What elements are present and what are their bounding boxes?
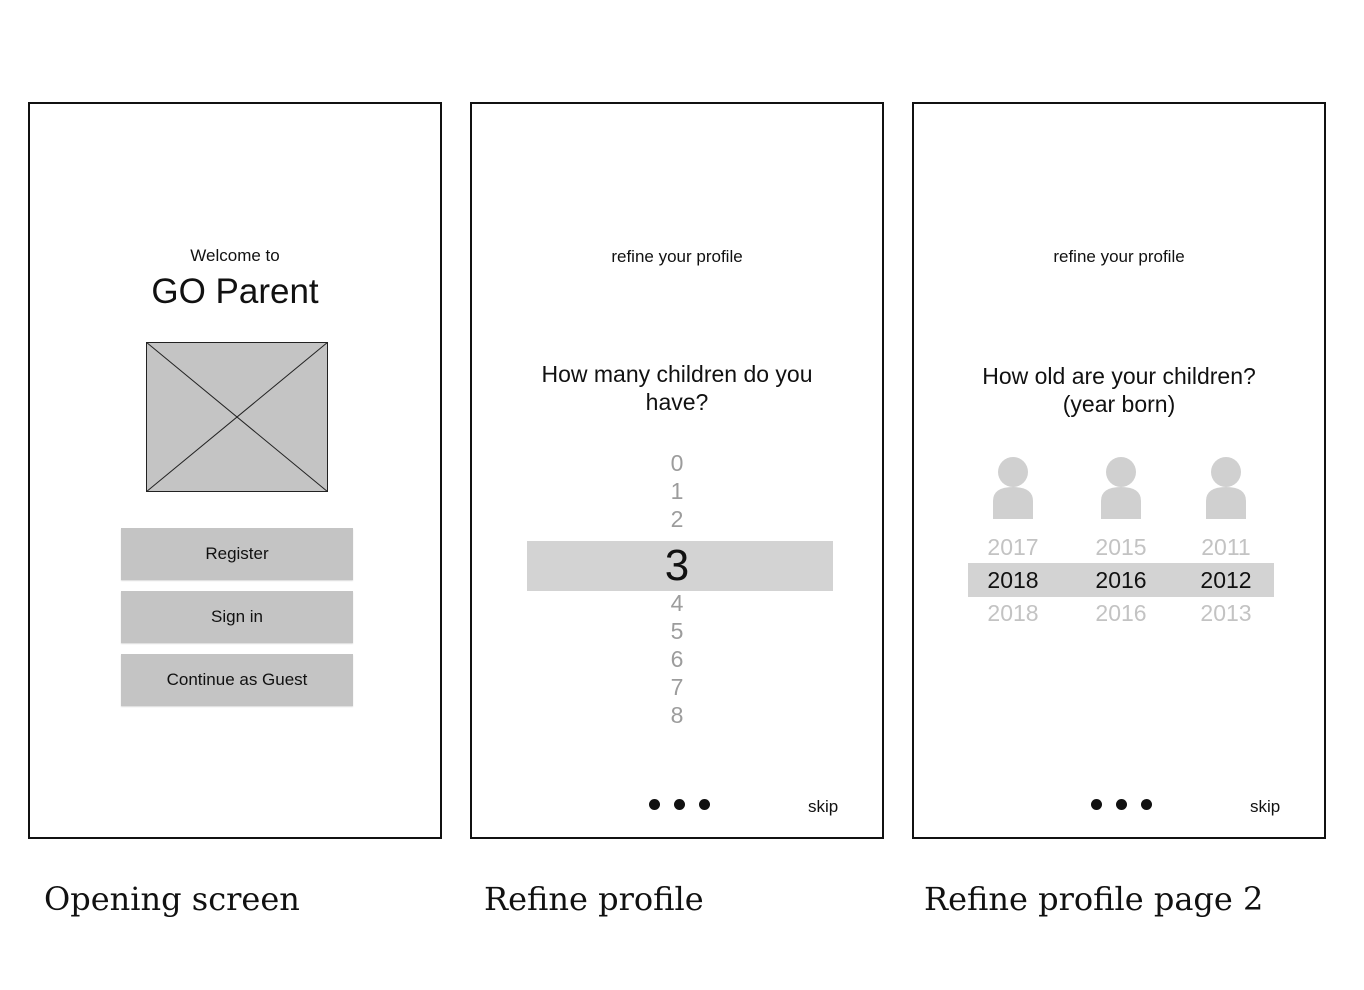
sign-in-button[interactable]: Sign in (121, 591, 353, 643)
child-avatar-icon (1206, 457, 1246, 519)
picker-option[interactable]: 1 (670, 478, 684, 504)
year-selected-option[interactable]: 2018 (987, 567, 1039, 593)
opening-screen: Welcome to GO Parent Register Sign in Co… (28, 102, 442, 839)
picker-option[interactable]: 5 (670, 618, 684, 644)
year-option[interactable]: 2015 (1095, 534, 1147, 560)
skip-link[interactable]: skip (808, 797, 839, 816)
app-name: GO Parent (151, 272, 319, 311)
year-selected-option[interactable]: 2016 (1095, 567, 1147, 593)
page-dot (649, 799, 660, 810)
question-text: How many children do you have? (472, 360, 882, 416)
child-avatar-icon (1101, 457, 1141, 519)
page-dot (1141, 799, 1152, 810)
register-button[interactable]: Register (121, 528, 353, 580)
year-selected-option[interactable]: 2012 (1200, 567, 1252, 593)
question-line-2: have? (645, 389, 709, 415)
page-dot (699, 799, 710, 810)
year-selection-highlight (968, 563, 1274, 597)
child-avatar-icon (993, 457, 1033, 519)
year-option[interactable]: 2011 (1201, 534, 1251, 560)
question-line-1: How many children do you (541, 361, 813, 387)
picker-option[interactable]: 6 (670, 646, 684, 672)
picker-option[interactable]: 2 (670, 506, 684, 532)
page-dot (1116, 799, 1127, 810)
refine-profile-page-2-screen: refine your profile How old are your chi… (912, 102, 1326, 839)
page-dot (1091, 799, 1102, 810)
year-option[interactable]: 2017 (987, 534, 1039, 560)
year-option[interactable]: 2018 (987, 600, 1039, 626)
skip-link[interactable]: skip (1250, 797, 1281, 816)
page-dot (674, 799, 685, 810)
picker-option[interactable]: 7 (670, 674, 684, 700)
picker-option[interactable]: 0 (670, 450, 684, 476)
year-option[interactable]: 2013 (1200, 600, 1252, 626)
picker-option[interactable]: 4 (670, 590, 684, 616)
question-line-2: (year born) (1062, 391, 1176, 417)
question-text: How old are your children? (year born) (914, 362, 1324, 418)
refine-profile-screen: refine your profile How many children do… (470, 102, 884, 839)
question-line-1: How old are your children? (982, 363, 1256, 389)
continue-as-guest-button[interactable]: Continue as Guest (121, 654, 353, 706)
image-placeholder-icon (146, 342, 328, 492)
picker-option[interactable]: 8 (670, 702, 684, 728)
welcome-text: Welcome to (190, 246, 280, 265)
caption-opening-screen: Opening screen (44, 880, 300, 918)
caption-refine-profile-page-2: Refine profile page 2 (924, 880, 1264, 918)
picker-selection-highlight (527, 541, 833, 591)
caption-refine-profile: Refine profile (484, 880, 704, 918)
screen-subtitle: refine your profile (1053, 247, 1185, 266)
picker-selected-option[interactable]: 3 (664, 541, 690, 590)
screen-subtitle: refine your profile (611, 247, 743, 266)
year-option[interactable]: 2016 (1095, 600, 1147, 626)
